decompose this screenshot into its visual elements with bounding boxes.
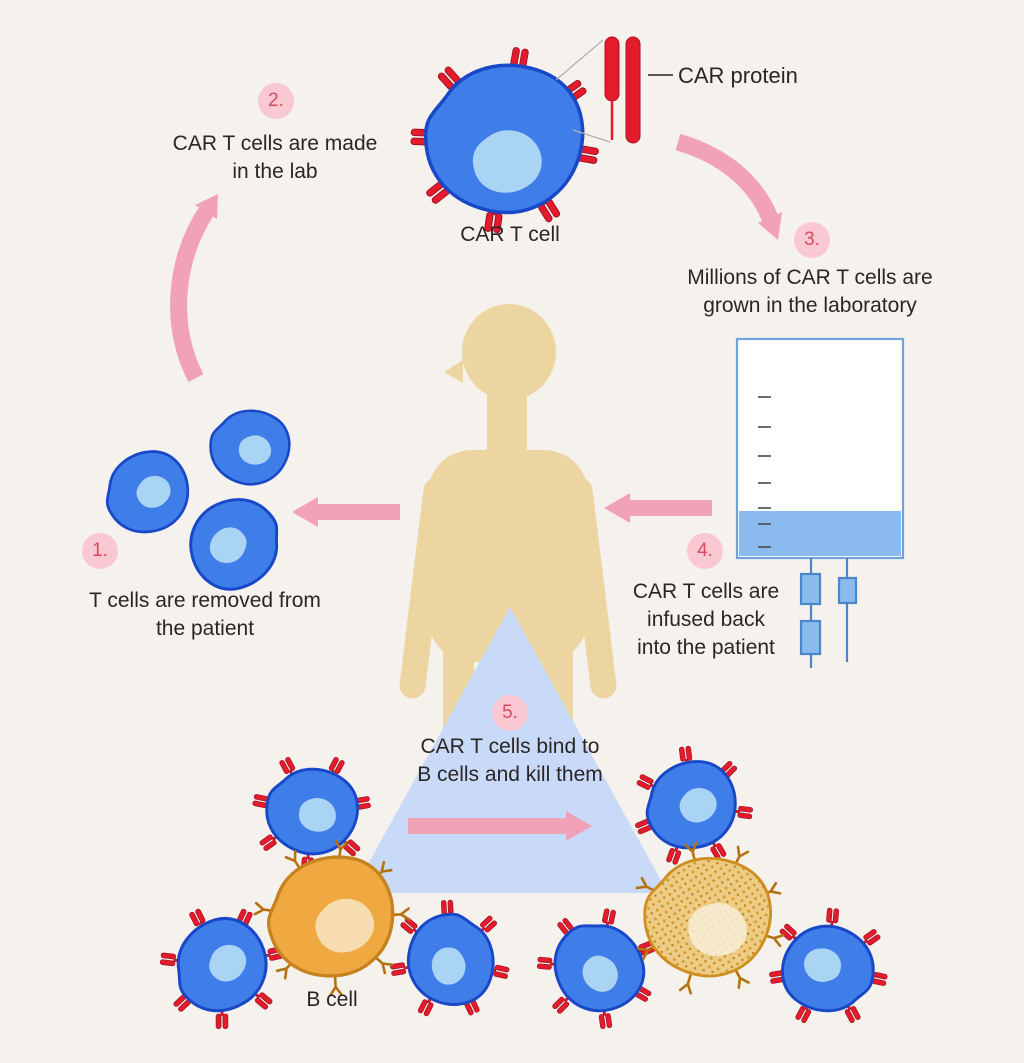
arrow-bag-to-body — [604, 493, 712, 523]
step2-line1: CAR T cells are made — [172, 132, 378, 155]
car-protein-zoom — [555, 36, 673, 144]
arrow-step1-to-step2 — [170, 194, 218, 383]
step4-badge: 4. — [687, 533, 723, 569]
patient-body — [399, 304, 617, 740]
arrow-step2-to-step3 — [675, 133, 782, 240]
step1-line2: the patient — [155, 617, 255, 640]
iv-bag-tick-marks — [758, 396, 771, 548]
step5-label: CAR T cells bind to B cells and kill the… — [400, 733, 620, 789]
step1-badge: 1. — [82, 533, 118, 569]
b-cell-label: B cell — [306, 988, 358, 1011]
step1-label: T cells are removed from the patient — [75, 587, 335, 643]
step5-badge: 5. — [492, 695, 528, 731]
car-t-cell-label: CAR T cell — [460, 223, 560, 246]
step2-line2: in the lab — [232, 160, 318, 183]
iv-bag-tubes — [799, 558, 858, 668]
step4-line1: CAR T cells are — [632, 580, 780, 603]
step5-line1: CAR T cells bind to — [420, 735, 600, 758]
step4-line3: into the patient — [637, 636, 775, 659]
car-protein-molecule — [604, 36, 641, 144]
step4-line2: infused back — [647, 608, 765, 631]
step2-badge: 2. — [258, 83, 294, 119]
car-protein-label: CAR protein — [678, 63, 798, 88]
step3-line1: Millions of CAR T cells are — [687, 266, 933, 289]
arrow-kill-direction — [408, 811, 592, 841]
iv-bag — [735, 337, 905, 668]
step1-line1: T cells are removed from — [89, 589, 321, 612]
step3-badge: 3. — [794, 222, 830, 258]
step3-label: Millions of CAR T cells are grown in the… — [665, 264, 955, 320]
step3-line2: grown in the laboratory — [703, 294, 917, 317]
step4-label: CAR T cells are infused back into the pa… — [616, 578, 796, 662]
step5-line2: B cells and kill them — [417, 763, 603, 786]
arrow-body-to-tcells — [292, 497, 400, 527]
step2-label: CAR T cells are made in the lab — [155, 130, 395, 186]
